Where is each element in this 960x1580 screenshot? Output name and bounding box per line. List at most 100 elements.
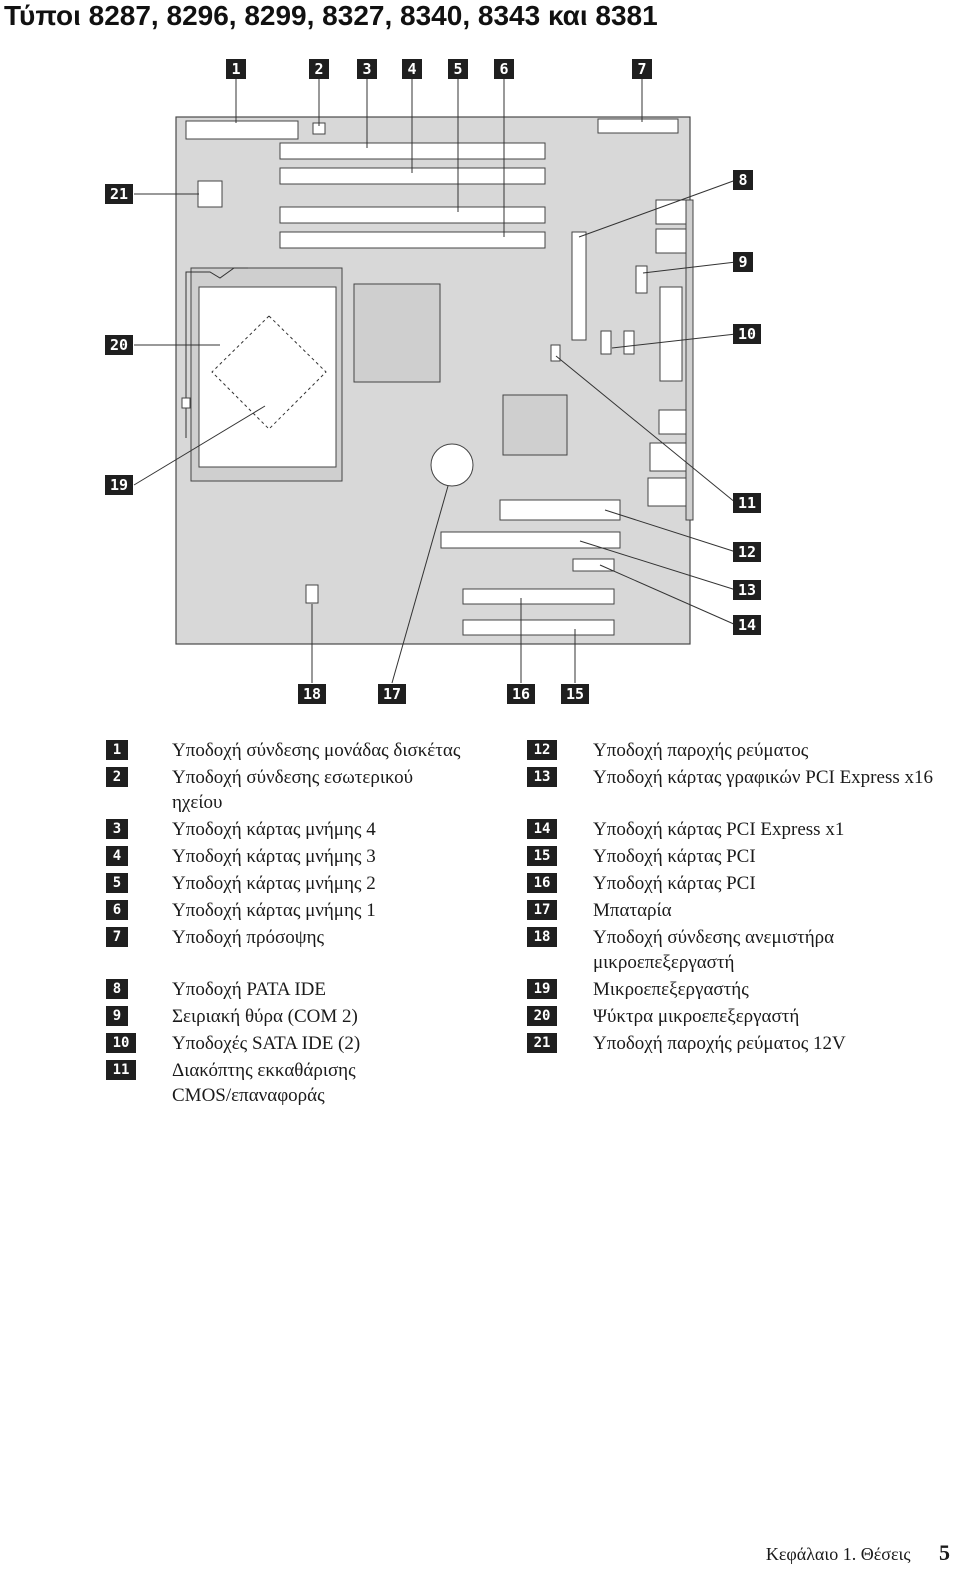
rear-io-ps2-2 bbox=[655, 228, 687, 254]
pci-express-x1-slot bbox=[572, 558, 615, 572]
legend-number: 4 bbox=[106, 846, 128, 866]
legend-number: 18 bbox=[527, 927, 557, 947]
legend-label: Ψύκτρα μικροεπεξεργαστή bbox=[593, 1006, 800, 1027]
callout-20: 20 bbox=[105, 335, 133, 355]
legend-number: 5 bbox=[106, 873, 128, 893]
svg-text:8: 8 bbox=[738, 171, 747, 189]
svg-text:12: 12 bbox=[738, 543, 756, 561]
callout-1: 1 bbox=[226, 59, 246, 79]
motherboard-diagram: 1 2 3 4 5 6 7 8 9 10 11 12 13 14 15 16 1… bbox=[105, 59, 761, 704]
svg-text:14: 14 bbox=[738, 616, 756, 634]
legend-number: 9 bbox=[106, 1006, 128, 1026]
callout-21: 21 bbox=[105, 184, 133, 204]
pci-express-x16-slot bbox=[440, 531, 621, 549]
sata-connector-2 bbox=[623, 330, 635, 355]
legend-number: 3 bbox=[106, 819, 128, 839]
svg-text:2: 2 bbox=[314, 60, 323, 78]
svg-text:10: 10 bbox=[738, 325, 756, 343]
rear-io-audio bbox=[647, 477, 687, 507]
callout-12: 12 bbox=[733, 542, 761, 562]
legend-number: 17 bbox=[527, 900, 557, 920]
svg-text:18: 18 bbox=[303, 685, 321, 703]
callout-4: 4 bbox=[402, 59, 422, 79]
chapter-label: Κεφάλαιο 1. Θέσεις bbox=[765, 1544, 911, 1564]
callout-5: 5 bbox=[448, 59, 468, 79]
legend-number: 16 bbox=[527, 873, 557, 893]
battery bbox=[430, 443, 474, 487]
callout-18: 18 bbox=[298, 684, 326, 704]
callout-10: 10 bbox=[733, 324, 761, 344]
legend-number: 11 bbox=[106, 1060, 136, 1080]
callout-6: 6 bbox=[494, 59, 514, 79]
callout-3: 3 bbox=[357, 59, 377, 79]
legend-label: Υποδοχή κάρτας PCI bbox=[593, 846, 756, 867]
svg-text:17: 17 bbox=[383, 685, 401, 703]
legend-number: 14 bbox=[527, 819, 557, 839]
fan-cable bbox=[185, 267, 248, 438]
legend-label: Υποδοχή σύνδεσης μονάδας δισκέτας bbox=[172, 740, 461, 761]
legend-label: Υποδοχή κάρτας μνήμης 4 bbox=[172, 819, 376, 840]
svg-text:16: 16 bbox=[512, 685, 530, 703]
legend-label: Υποδοχές SATA IDE (2) bbox=[172, 1033, 361, 1054]
callout-11: 11 bbox=[733, 493, 761, 513]
legend-label: Υποδοχή σύνδεσης εσωτερικού ηχείου bbox=[172, 767, 414, 813]
legend-number: 21 bbox=[527, 1033, 557, 1053]
legend-label: Μικροεπεξεργαστής bbox=[593, 979, 749, 1000]
callout-9: 9 bbox=[733, 252, 753, 272]
page-number: 5 bbox=[939, 1540, 950, 1565]
power-connector-main bbox=[499, 499, 621, 521]
callout-13: 13 bbox=[733, 580, 761, 600]
legend-label: Υποδοχή σύνδεσης ανεμιστήρα μικροεπεξεργ… bbox=[593, 927, 835, 973]
legend-number: 7 bbox=[106, 927, 128, 947]
legend-label: Υποδοχή κάρτας γραφικών PCI Express x16 bbox=[593, 767, 933, 788]
diskette-connector bbox=[185, 120, 299, 140]
cmos-jumper bbox=[550, 344, 561, 362]
legend-number: 20 bbox=[527, 1006, 557, 1026]
southbridge-chip bbox=[502, 394, 568, 456]
legend-number: 15 bbox=[527, 846, 557, 866]
callout-19: 19 bbox=[105, 475, 133, 495]
legend-number: 6 bbox=[106, 900, 128, 920]
svg-text:7: 7 bbox=[637, 60, 646, 78]
legend-number: 12 bbox=[527, 740, 557, 760]
svg-text:9: 9 bbox=[738, 253, 747, 271]
serial-com2-connector bbox=[635, 265, 648, 294]
memory-slot-2 bbox=[279, 206, 546, 224]
sata-connector-1 bbox=[600, 330, 612, 355]
pata-ide-connector bbox=[571, 231, 587, 341]
pci-slot-1 bbox=[462, 588, 615, 605]
svg-text:15: 15 bbox=[566, 685, 584, 703]
legend-label: Υποδοχή PATA IDE bbox=[172, 979, 326, 1000]
svg-text:13: 13 bbox=[738, 581, 756, 599]
legend-number: 19 bbox=[527, 979, 557, 999]
legend-number: 10 bbox=[106, 1033, 136, 1053]
legend-label: Υποδοχή παροχής ρεύματος bbox=[593, 740, 809, 761]
legend-label: Υποδοχή πρόσοψης bbox=[172, 927, 325, 948]
svg-text:5: 5 bbox=[453, 60, 462, 78]
page-title: Τύποι 8287, 8296, 8299, 8327, 8340, 8343… bbox=[4, 0, 658, 31]
callout-7: 7 bbox=[632, 59, 652, 79]
callout-15: 15 bbox=[561, 684, 589, 704]
heatsink bbox=[198, 286, 337, 468]
legend-label: Υποδοχή κάρτας PCI Express x1 bbox=[593, 819, 845, 840]
legend-label: Μπαταρία bbox=[593, 900, 672, 921]
legend-label: Υποδοχή κάρτας PCI bbox=[593, 873, 756, 894]
legend-label: Σειριακή θύρα (COM 2) bbox=[172, 1006, 358, 1027]
callout-2: 2 bbox=[309, 59, 329, 79]
legend-label: Υποδοχή κάρτας μνήμης 2 bbox=[172, 873, 376, 894]
rear-io-serial bbox=[659, 286, 683, 382]
legend-number: 8 bbox=[106, 979, 128, 999]
svg-text:3: 3 bbox=[362, 60, 371, 78]
svg-text:20: 20 bbox=[110, 336, 128, 354]
callout-17: 17 bbox=[378, 684, 406, 704]
legend-label: Υποδοχή παροχής ρεύματος 12V bbox=[593, 1033, 846, 1054]
memory-slot-1 bbox=[279, 231, 546, 249]
svg-text:6: 6 bbox=[499, 60, 508, 78]
legend-number: 2 bbox=[106, 767, 128, 787]
pci-slot-2 bbox=[462, 619, 615, 636]
legend-label: Υποδοχή κάρτας μνήμης 1 bbox=[172, 900, 376, 921]
front-panel-connector bbox=[597, 118, 679, 134]
svg-text:19: 19 bbox=[110, 476, 128, 494]
svg-text:21: 21 bbox=[110, 185, 128, 203]
cpu-fan-connector bbox=[305, 584, 319, 604]
